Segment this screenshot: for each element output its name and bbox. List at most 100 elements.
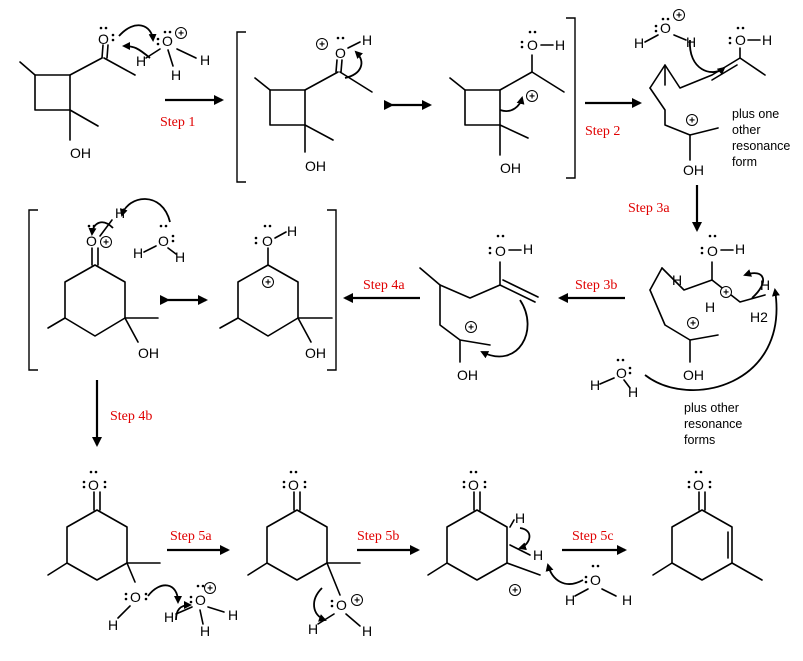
note-2-line-2: resonance	[684, 417, 742, 431]
note-1-line-2: other	[732, 123, 761, 137]
curly-arrow-2	[689, 39, 726, 75]
curly-arrow-4b-2	[88, 221, 114, 236]
atom-o: O	[98, 31, 109, 47]
curly-arrow-4a	[480, 299, 529, 359]
svg-text:O: O	[735, 32, 746, 48]
svg-text:H: H	[672, 272, 682, 288]
svg-text:O: O	[158, 233, 169, 249]
svg-text:O: O	[262, 233, 273, 249]
molecule-protonated-carbonyl: O H OH	[254, 32, 373, 174]
svg-text:O: O	[195, 592, 206, 608]
svg-text:H: H	[171, 67, 181, 83]
curly-arrow-1b	[122, 42, 151, 59]
svg-text:OH: OH	[500, 160, 521, 176]
svg-text:H: H	[200, 623, 210, 639]
svg-text:O: O	[336, 597, 347, 613]
curly-arrow-3b	[644, 288, 780, 391]
svg-text:O: O	[660, 20, 671, 36]
svg-text:O: O	[707, 243, 718, 259]
svg-text:H: H	[133, 245, 143, 261]
molecule-tertiary-cation: O H H	[427, 470, 543, 597]
molecule-oxocarbenium: O H OH	[449, 30, 565, 176]
molecule-start-ketone: O OH	[19, 26, 136, 161]
svg-text:H: H	[362, 623, 372, 639]
svg-text:OH: OH	[457, 367, 478, 383]
svg-text:H: H	[362, 32, 372, 48]
curly-arrow-5a-1	[147, 584, 182, 604]
step-5a-label: Step 5a	[170, 529, 212, 544]
bracket-right-2	[327, 209, 337, 371]
molecule-protonated-alcohol: O O H H	[247, 470, 372, 639]
svg-text:O: O	[162, 33, 173, 49]
svg-text:OH: OH	[305, 345, 326, 361]
svg-text:O: O	[130, 589, 141, 605]
water-3b: O H H	[590, 358, 638, 400]
svg-text:OH: OH	[305, 158, 326, 174]
molecule-product-enone: O	[652, 470, 763, 581]
molecule-enol-intermediate: O H OH	[419, 234, 539, 383]
step-1-label: Step 1	[160, 115, 195, 130]
svg-text:O: O	[288, 477, 299, 493]
curly-arrow-5c-1	[518, 527, 531, 551]
svg-text:H: H	[200, 52, 210, 68]
svg-text:O: O	[468, 477, 479, 493]
svg-text:OH: OH	[683, 367, 704, 383]
svg-text:H: H	[175, 249, 185, 265]
svg-text:H: H	[735, 241, 745, 257]
hydronium-2: O H H	[634, 9, 696, 51]
svg-text:H: H	[565, 592, 575, 608]
curly-arrow-5b	[313, 587, 327, 622]
bracket-left-1	[236, 31, 246, 183]
curly-arrow-5c-2	[545, 563, 584, 585]
curly-arrow-shift	[499, 96, 525, 112]
svg-text:H: H	[523, 241, 533, 257]
svg-text:O: O	[527, 37, 538, 53]
svg-text:O: O	[495, 243, 506, 259]
note-1-line-1: plus one	[732, 107, 779, 121]
note-2-line-3: forms	[684, 433, 715, 447]
svg-text:O: O	[335, 45, 346, 61]
svg-text:H: H	[287, 223, 297, 239]
svg-text:H: H	[108, 617, 118, 633]
svg-text:H: H	[760, 277, 770, 293]
svg-text:OH: OH	[138, 345, 159, 361]
water-5c: O H H	[565, 564, 632, 608]
svg-text:O: O	[616, 365, 627, 381]
atom-oh: OH	[70, 145, 91, 161]
svg-text:H: H	[762, 32, 772, 48]
svg-text:H: H	[164, 609, 174, 625]
water-4b: O H H	[133, 224, 185, 265]
step-4b-label: Step 4b	[110, 409, 152, 424]
svg-text:O: O	[88, 477, 99, 493]
svg-text:H: H	[686, 34, 696, 50]
step-2-label: Step 2	[585, 124, 620, 139]
svg-text:O: O	[86, 233, 97, 249]
svg-text:H: H	[705, 299, 715, 315]
svg-text:H: H	[136, 53, 146, 69]
bracket-right-1	[566, 17, 576, 179]
molecule-oxocarbenium-ring: O H OH	[219, 223, 333, 361]
curly-arrow-5a-2	[175, 601, 192, 621]
svg-text:H: H	[590, 377, 600, 393]
svg-text:O: O	[590, 572, 601, 588]
svg-text:H: H	[622, 592, 632, 608]
curly-arrow-1a	[118, 24, 157, 42]
svg-text:H: H	[515, 510, 525, 526]
svg-text:O: O	[693, 477, 704, 493]
step-5b-label: Step 5b	[357, 529, 399, 544]
note-1-line-3: resonance	[732, 139, 790, 153]
curly-arrow-res	[344, 50, 364, 79]
note-1-line-4: form	[732, 155, 757, 169]
molecule-hydroxy-ketone: O O H	[47, 470, 161, 633]
step-3a-label: Step 3a	[628, 201, 670, 216]
svg-text:H: H	[628, 384, 638, 400]
svg-text:H: H	[308, 621, 318, 637]
svg-text:H: H	[228, 607, 238, 623]
step-5c-label: Step 5c	[572, 529, 614, 544]
bracket-left-2	[28, 209, 38, 371]
molecule-allylic-cation: O H H H H H2 OH	[649, 234, 770, 383]
curly-arrow-4b-1	[119, 198, 171, 223]
svg-text:H: H	[555, 37, 565, 53]
